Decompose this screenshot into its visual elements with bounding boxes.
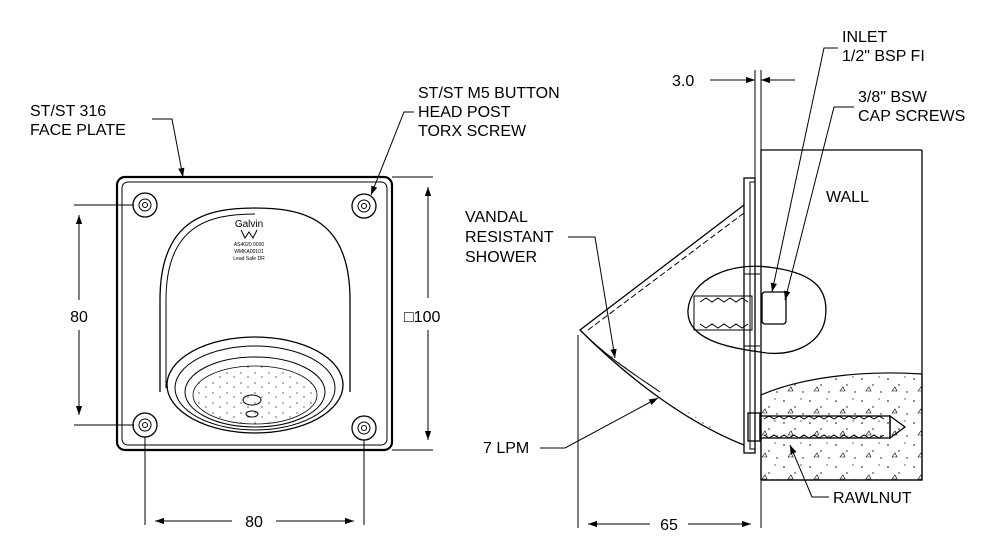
label-button-screw: ST/ST M5 BUTTON HEAD POST TORX SCREW [370,85,560,196]
dimension-horizontal-spacing: 80 [144,437,365,531]
svg-text:TORX SCREW: TORX SCREW [418,123,527,140]
svg-text:Lead Safe DR: Lead Safe DR [233,256,265,262]
svg-text:FACE PLATE: FACE PLATE [30,122,126,139]
svg-text:VANDAL: VANDAL [465,209,528,226]
shower-head [166,336,344,434]
button-screw [132,192,377,441]
svg-text:SHOWER: SHOWER [465,249,537,266]
svg-text:RAWLNUT: RAWLNUT [833,490,912,507]
dimension-projection: 65 [577,335,762,534]
product-marking: AS4020 0000 WMKA00101 Lead Safe DR [233,242,265,262]
brand-logo: Galvin [235,219,263,239]
face-plate [115,175,394,452]
dimension-plate-gap: 3.0 [672,70,795,178]
svg-text:AS4020 0000: AS4020 0000 [234,242,265,248]
svg-text:80: 80 [245,514,263,531]
brand-name: Galvin [235,219,263,230]
svg-text:HEAD POST: HEAD POST [418,104,511,121]
svg-text:7 LPM: 7 LPM [483,440,529,457]
front-view: Galvin AS4020 0000 WMKA00101 Lead Safe D… [30,85,560,531]
shower-dome [159,207,351,392]
label-cap-screws: 3/8" BSW CAP SCREWS [784,89,965,301]
svg-text:WMKA00101: WMKA00101 [234,249,264,255]
dimension-plate-size: □100 [392,176,440,451]
label-rawlnut: RAWLNUT [789,444,912,507]
svg-text:3/8" BSW: 3/8" BSW [858,89,928,106]
concrete-section [760,372,923,481]
svg-text:3.0: 3.0 [672,73,694,90]
svg-text:WALL: WALL [826,189,869,206]
label-flow-rate: 7 LPM [483,397,659,457]
svg-text:INLET: INLET [842,29,888,46]
label-face-plate: ST/ST 316 FACE PLATE [30,103,185,178]
svg-text:ST/ST M5 BUTTON: ST/ST M5 BUTTON [418,85,560,102]
side-view: WALL [465,29,965,534]
svg-text:65: 65 [660,517,678,534]
svg-text:80: 80 [70,309,88,326]
svg-text:ST/ST 316: ST/ST 316 [30,103,106,120]
label-inlet: INLET 1/2" BSP FI [770,29,925,293]
shower-body [579,204,745,446]
svg-text:1/2" BSP FI: 1/2" BSP FI [842,48,925,65]
rawlnut [747,412,907,442]
svg-text:□100: □100 [404,309,440,326]
inlet-cutaway [687,265,827,355]
svg-text:RESISTANT: RESISTANT [465,229,554,246]
dimension-vertical-spacing: 80 [70,204,134,426]
label-shower: VANDAL RESISTANT SHOWER [465,209,617,359]
svg-text:CAP SCREWS: CAP SCREWS [858,108,965,125]
